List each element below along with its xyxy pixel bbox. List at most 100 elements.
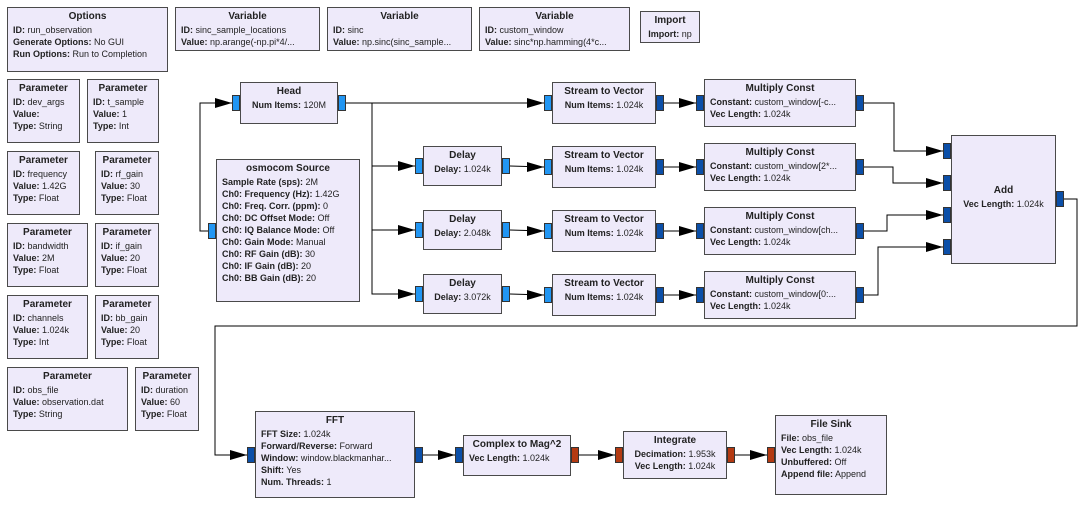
head-in-port[interactable]: [232, 95, 240, 111]
wire-mc2-to-add[interactable]: [864, 166, 943, 184]
mc4-in-port[interactable]: [696, 287, 704, 303]
block-param-row: ID: bb_gain: [101, 312, 153, 324]
s2v4-in-port[interactable]: [544, 287, 552, 303]
s2v2-in-port[interactable]: [544, 159, 552, 175]
block-title: Complex to Mag^2: [472, 439, 562, 450]
delay1-in-port[interactable]: [415, 158, 423, 174]
delay2-out-port[interactable]: [502, 222, 510, 238]
mc1-out-port[interactable]: [856, 95, 864, 111]
block-param-row: ID: t_sample: [93, 96, 153, 108]
wire-add-to-fft[interactable]: [214, 198, 1078, 456]
delay1-out-port[interactable]: [502, 158, 510, 174]
mc3-out-port[interactable]: [856, 223, 864, 239]
osmocom-out-port[interactable]: [208, 223, 216, 239]
mc2-out-port[interactable]: [856, 159, 864, 175]
wire-head-to-delay3[interactable]: [371, 230, 415, 295]
param-label: Append file:: [781, 469, 833, 479]
block-param-row: ID: rf_gain: [101, 168, 153, 180]
block-param-row: Num Items: 1.024k: [558, 163, 650, 175]
mc1-in-port[interactable]: [696, 95, 704, 111]
param-label: Vec Length:: [710, 237, 762, 247]
head-out-port[interactable]: [338, 95, 346, 111]
param-value: 1.024k: [616, 100, 644, 110]
integrate-out-port[interactable]: [727, 447, 735, 463]
add-out-port[interactable]: [1056, 191, 1064, 207]
block-param-row: Value: np.sinc(sinc_sample...: [333, 36, 466, 48]
param-value: np: [681, 29, 692, 39]
add-in0-port[interactable]: [943, 143, 951, 159]
add-in1-port[interactable]: [943, 175, 951, 191]
wire-mc3-to-add[interactable]: [864, 214, 943, 232]
s2v2-out-port[interactable]: [656, 159, 664, 175]
mc2-in-port[interactable]: [696, 159, 704, 175]
s2v4-out-port[interactable]: [656, 287, 664, 303]
delay3-in-port[interactable]: [415, 286, 423, 302]
add-in2-port[interactable]: [943, 207, 951, 223]
wire-head-to-delay2[interactable]: [371, 166, 415, 231]
wire-mc1-to-add[interactable]: [864, 102, 943, 152]
mc4-out-port[interactable]: [856, 287, 864, 303]
wire-mc4-to-add[interactable]: [864, 246, 943, 296]
param-value: custom_window[2*...: [754, 161, 838, 171]
param-value: Float: [166, 409, 187, 419]
add-in3-port[interactable]: [943, 239, 951, 255]
wire-head-to-delay1[interactable]: [371, 103, 415, 167]
s2v1-out-port[interactable]: [656, 95, 664, 111]
block-param-row: FFT Size: 1.024k: [261, 428, 409, 440]
param-value: run_observation: [27, 25, 93, 35]
param-label: ID:: [13, 385, 25, 395]
arrow-head-icon: [926, 178, 943, 188]
param-label: Num. Threads:: [261, 477, 325, 487]
block-param-row: Delay: 2.048k: [429, 227, 496, 239]
block-param-row: Ch0: IQ Balance Mode: Off: [222, 224, 354, 236]
block-param-row: Num. Threads: 1: [261, 476, 409, 488]
param-value: 1: [326, 477, 332, 487]
delay2-in-port[interactable]: [415, 222, 423, 238]
s2v3-out-port[interactable]: [656, 223, 664, 239]
fft-out-port[interactable]: [415, 447, 423, 463]
s2v3-in-port[interactable]: [544, 223, 552, 239]
delay3-out-port[interactable]: [502, 286, 510, 302]
filesink-in-port[interactable]: [767, 447, 775, 463]
c2mag-out-port[interactable]: [571, 447, 579, 463]
fft-in-port[interactable]: [247, 447, 255, 463]
integrate-in-port[interactable]: [615, 447, 623, 463]
s2v1-in-port[interactable]: [544, 95, 552, 111]
param-value: String: [38, 409, 63, 419]
mc3-in-port[interactable]: [696, 223, 704, 239]
c2mag-in-port[interactable]: [455, 447, 463, 463]
